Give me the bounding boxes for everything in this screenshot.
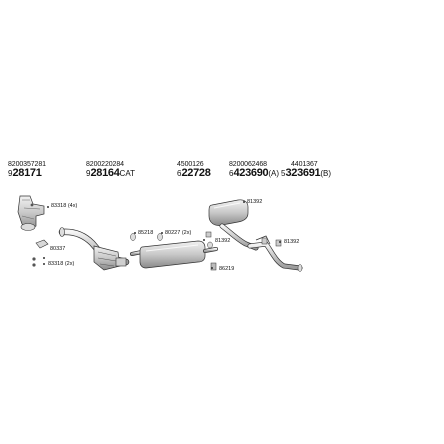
callout-4: 85218 [138, 230, 154, 236]
mounting-parts[interactable] [130, 231, 217, 271]
callout-8: 81392 [284, 239, 300, 245]
position-prefix: 6 [177, 169, 182, 178]
position-prefix: 9 [8, 169, 13, 178]
part-suffix: (B) [320, 169, 332, 178]
front-pipe[interactable] [17, 195, 45, 231]
oem-number: 4500126 [177, 161, 204, 168]
callout-5: 80227 (2x) [165, 230, 192, 236]
position-prefix: 5 [281, 169, 286, 178]
part-ref-3[interactable]: 4500126 622728 [177, 161, 211, 179]
gasket-parts[interactable] [30, 203, 49, 267]
part-number: 423690 [233, 167, 269, 179]
part-ref-1[interactable]: 8200357281 928171 [8, 161, 46, 179]
part-number: 28164 [90, 167, 120, 179]
callout-1: 83318 (4x) [51, 203, 78, 209]
part-number: 22728 [181, 167, 211, 179]
callout-3: 83318 (2x) [48, 261, 75, 267]
part-suffix: CAT [119, 169, 135, 178]
position-prefix: 6 [229, 169, 234, 178]
part-ref-4[interactable]: 8200062468 6423690(A) [229, 161, 279, 179]
callout-6: 81392 [247, 199, 263, 205]
part-number: 28171 [12, 167, 42, 179]
oem-number: 8200062468 [229, 161, 267, 168]
tail-pipe[interactable] [247, 235, 303, 272]
position-prefix: 9 [86, 169, 91, 178]
oem-number: 8200357281 [8, 161, 46, 168]
catalytic-converter[interactable] [58, 227, 130, 271]
callout-2: 80337 [50, 246, 66, 252]
middle-silencer[interactable] [130, 240, 218, 269]
oem-number: 4401367 [291, 161, 318, 168]
callout-7: 81392 [215, 238, 231, 244]
callout-9: 86219 [219, 266, 235, 272]
part-suffix: (A) [268, 169, 280, 178]
callout-markers [43, 201, 281, 269]
part-number: 323691 [285, 167, 321, 179]
part-ref-2[interactable]: 8200220284 928164CAT [86, 161, 135, 179]
oem-number: 8200220284 [86, 161, 124, 168]
rear-silencer[interactable] [208, 199, 259, 251]
part-ref-5[interactable]: 4401367 5323691(B) [281, 161, 331, 179]
